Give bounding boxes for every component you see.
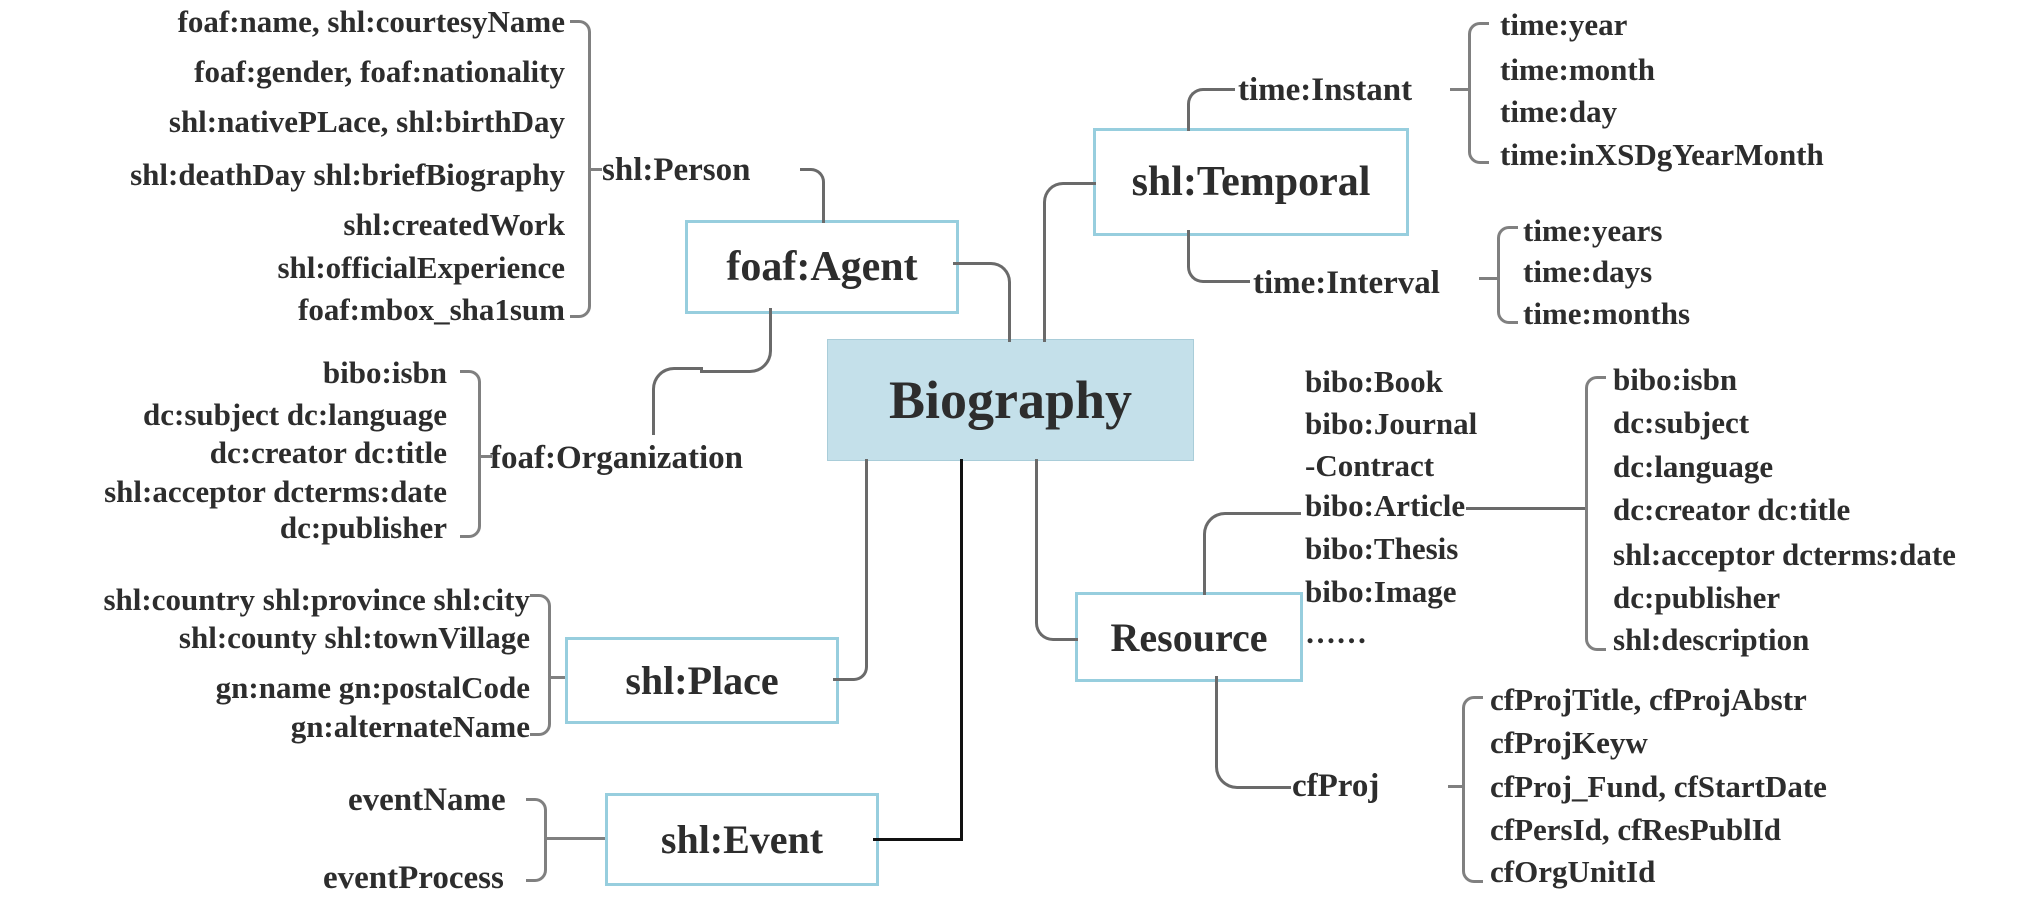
instant-prop-item: time:inXSDgYearMonth xyxy=(1500,137,1824,172)
connector-resource-cfproj xyxy=(1215,676,1291,789)
place-props-bracket xyxy=(530,594,551,736)
resource-prop-item: shl:acceptor dcterms:date xyxy=(1613,537,1956,572)
resource-type-item: bibo:Article xyxy=(1305,488,1466,523)
resource-prop-item: dc:subject xyxy=(1613,405,1750,440)
connector-biography-resource xyxy=(1035,459,1078,641)
connector-person-agent xyxy=(800,168,825,223)
place-node-label: shl:Place xyxy=(625,658,779,703)
organization-label: foaf:Organization xyxy=(490,440,743,476)
person-prop-item: foaf:gender, foaf:nationality xyxy=(194,54,565,89)
cfproj-props-bracket xyxy=(1462,696,1483,883)
connector-biography-temporal xyxy=(1043,182,1096,342)
resource-type-item: bibo:Journal xyxy=(1305,406,1478,441)
person-bracket-tick xyxy=(588,168,602,171)
resource-node: Resource xyxy=(1075,592,1303,682)
resource-props-bracket xyxy=(1585,376,1606,651)
event-bracket-tick xyxy=(544,837,605,840)
resource-prop-item: dc:creator dc:title xyxy=(1613,492,1851,527)
event-name-label: eventName xyxy=(348,782,506,818)
person-prop-item: shl:officialExperience xyxy=(277,250,565,285)
event-props-bracket xyxy=(526,798,547,882)
org-prop-item: bibo:isbn xyxy=(322,355,447,390)
person-label: shl:Person xyxy=(602,152,751,188)
biography-root-label: Biography xyxy=(888,370,1133,430)
resource-prop-item: dc:language xyxy=(1613,449,1774,484)
agent-node-label: foaf:Agent xyxy=(726,244,918,290)
person-prop-item: foaf:mbox_sha1sum xyxy=(298,292,565,327)
biography-root-node: Biography xyxy=(827,339,1194,461)
event-node: shl:Event xyxy=(605,793,879,886)
interval-prop-item: time:years xyxy=(1523,213,1663,248)
connector-article-props xyxy=(1466,507,1585,513)
resource-node-label: Resource xyxy=(1110,614,1268,660)
interval-prop-item: time:days xyxy=(1523,254,1653,289)
interval-bracket-tick xyxy=(1479,277,1497,280)
resource-type-item: -Contract xyxy=(1305,448,1435,483)
person-prop-item: shl:createdWork xyxy=(343,207,565,242)
org-prop-item: dc:creator dc:title xyxy=(209,435,447,470)
connector-temporal-instant xyxy=(1187,88,1235,131)
person-prop-item: shl:nativePLace, shl:birthDay xyxy=(168,104,565,139)
connector-biography-place xyxy=(833,459,868,681)
instant-bracket-tick xyxy=(1450,88,1468,91)
connector-agent-biography xyxy=(953,262,1011,342)
resource-prop-item: dc:publisher xyxy=(1613,580,1781,615)
place-node: shl:Place xyxy=(565,637,839,724)
cfproj-prop-item: cfOrgUnitId xyxy=(1490,854,1656,889)
cfproj-prop-item: cfProj_Fund, cfStartDate xyxy=(1490,769,1827,804)
person-prop-item: foaf:name, shl:courtesyName xyxy=(177,4,565,39)
event-process-label: eventProcess xyxy=(323,860,504,896)
interval-label: time:Interval xyxy=(1253,265,1440,301)
instant-prop-item: time:year xyxy=(1500,7,1628,42)
interval-prop-item: time:months xyxy=(1523,296,1691,331)
temporal-node: shl:Temporal xyxy=(1093,128,1409,236)
place-prop-item: gn:name gn:postalCode xyxy=(215,670,530,705)
connector-temporal-interval xyxy=(1187,230,1250,283)
cfproj-bracket-tick xyxy=(1448,785,1462,788)
cfproj-prop-item: cfProjTitle, cfProjAbstr xyxy=(1490,682,1807,717)
instant-prop-item: time:month xyxy=(1500,52,1655,87)
connector-biography-event xyxy=(873,459,963,841)
instant-label: time:Instant xyxy=(1238,72,1413,108)
place-bracket-tick xyxy=(548,676,565,679)
connector-resource-types xyxy=(1203,512,1301,595)
place-prop-item: shl:county shl:townVillage xyxy=(178,620,530,655)
org-props-bracket xyxy=(460,370,481,538)
cfproj-label: cfProj xyxy=(1292,768,1380,804)
cfproj-prop-item: cfPersId, cfResPublId xyxy=(1490,812,1782,847)
place-prop-item: shl:country shl:province shl:city xyxy=(103,582,530,617)
temporal-node-label: shl:Temporal xyxy=(1131,159,1371,205)
org-prop-item: shl:acceptor dcterms:date xyxy=(104,474,447,509)
connector-agent-organization-b xyxy=(652,367,703,435)
resource-prop-item: bibo:isbn xyxy=(1613,362,1738,397)
resource-type-item: …… xyxy=(1305,615,1367,650)
instant-props-bracket xyxy=(1468,22,1489,164)
resource-type-item: bibo:Book xyxy=(1305,364,1443,399)
agent-node: foaf:Agent xyxy=(685,220,959,314)
resource-type-item: bibo:Thesis xyxy=(1305,531,1459,566)
org-prop-item: dc:publisher xyxy=(279,510,447,545)
org-bracket-tick xyxy=(478,455,492,458)
resource-prop-item: shl:description xyxy=(1613,622,1810,657)
cfproj-prop-item: cfProjKeyw xyxy=(1490,725,1648,760)
connector-agent-organization-a xyxy=(700,308,772,373)
place-prop-item: gn:alternateName xyxy=(290,709,530,744)
instant-prop-item: time:day xyxy=(1500,94,1618,129)
person-prop-item: shl:deathDay shl:briefBiography xyxy=(130,157,565,192)
org-prop-item: dc:subject dc:language xyxy=(143,397,447,432)
resource-type-item: bibo:Image xyxy=(1305,574,1457,609)
interval-props-bracket xyxy=(1497,226,1518,324)
event-node-label: shl:Event xyxy=(660,817,824,862)
